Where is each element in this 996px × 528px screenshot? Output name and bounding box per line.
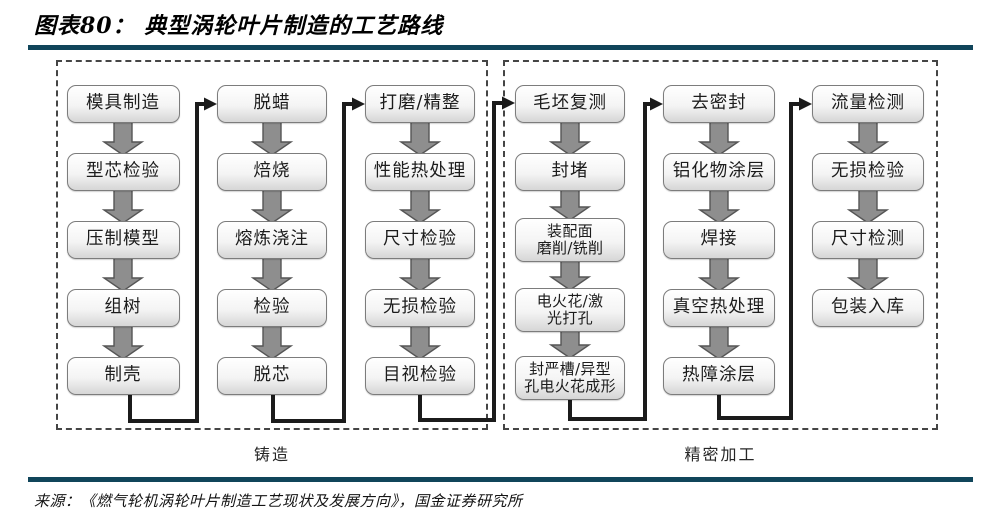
process-step: 流量检测 [812,85,924,123]
process-step: 脱蜡 [217,85,327,123]
source-note: 来源：《燃气轮机涡轮叶片制造工艺现状及发展方向》，国金证券研究所 [34,492,523,510]
process-step: 尺寸检测 [812,221,924,259]
process-step: 组树 [66,289,180,327]
process-step: 毛坯复测 [515,85,625,123]
process-step: 焊接 [663,221,775,259]
process-step: 去密封 [663,85,775,123]
process-step: 压制模型 [66,221,180,259]
process-step: 封严槽/异型 孔电火花成形 [515,356,625,400]
process-step: 无损检验 [365,289,475,327]
process-step: 无损检验 [812,153,924,191]
process-step: 电火花/激 光打孔 [515,288,625,332]
process-step: 包装入库 [812,289,924,327]
machining-group-box [503,60,938,430]
figure-title: 图表80： 典型涡轮叶片制造的工艺路线 [34,13,444,39]
footer-rule [28,477,973,482]
process-step: 铝化物涂层 [663,153,775,191]
process-step: 目视检验 [365,357,475,395]
process-step: 熔炼浇注 [217,221,327,259]
process-step: 制壳 [66,357,180,395]
process-step: 型芯检验 [66,153,180,191]
process-step: 模具制造 [66,85,180,123]
process-step: 真空热处理 [663,289,775,327]
process-step: 封堵 [515,153,625,191]
title-rule [28,45,973,50]
process-step: 脱芯 [217,357,327,395]
group-label-machining: 精密加工 [684,445,757,464]
process-step: 检验 [217,289,327,327]
process-step: 性能热处理 [365,153,475,191]
process-step: 尺寸检验 [365,221,475,259]
group-label-casting: 铸造 [253,445,290,464]
process-step: 打磨/精整 [365,85,475,123]
process-step: 装配面 磨削/铣削 [515,218,625,262]
process-step: 焙烧 [217,153,327,191]
process-step: 热障涂层 [663,357,775,395]
